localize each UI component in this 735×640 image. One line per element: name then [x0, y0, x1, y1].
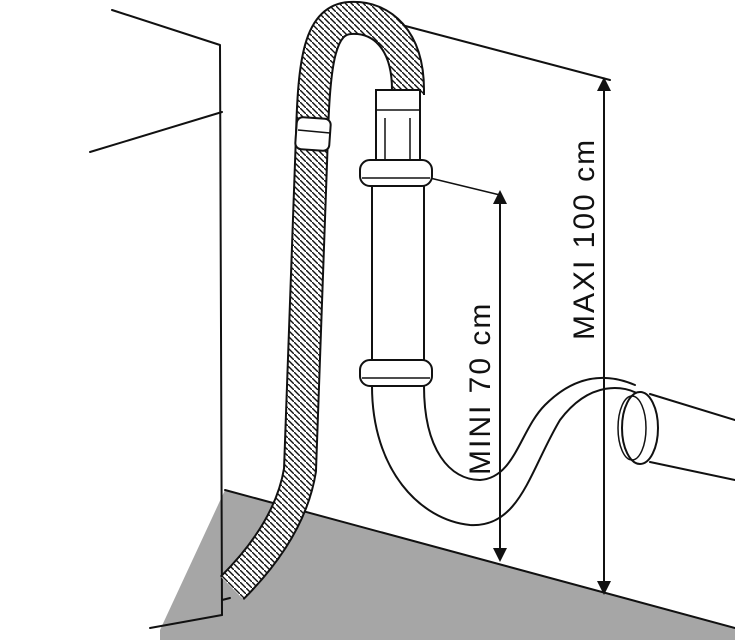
washing-machine: [89, 9, 231, 629]
floor-wall-edge: [224, 489, 735, 629]
maxi-label: MAXI 100 cm: [568, 138, 601, 340]
standpipe: [359, 89, 433, 387]
drain-hose: [219, 0, 425, 601]
floor: [160, 490, 735, 640]
mini-label: MINI 70 cm: [464, 302, 497, 475]
wall-extension-line: [429, 177, 501, 196]
siphon-trap: [371, 377, 735, 527]
